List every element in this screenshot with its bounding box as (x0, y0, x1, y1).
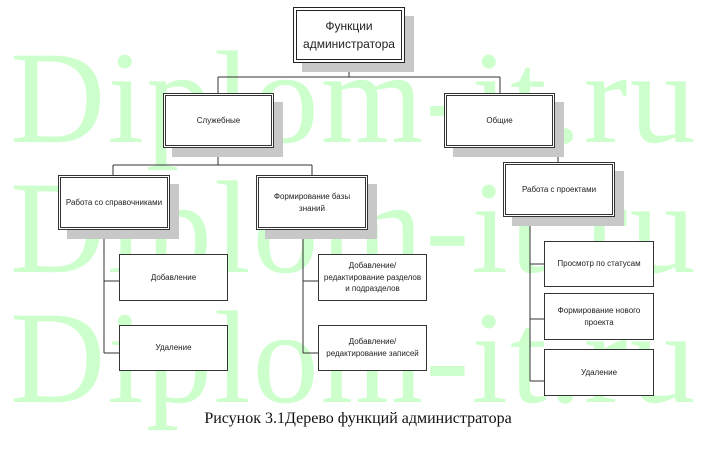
root-connector (217, 63, 501, 93)
knowledge-connector (302, 230, 318, 354)
directories-connector (103, 230, 119, 354)
node-directories-delete: Удаление (119, 325, 228, 371)
node-knowledge-edit-records: Добавление/ редактирование записей (318, 325, 427, 371)
root-node: Функции администратора (293, 7, 405, 63)
node-knowledge-edit-sections: Добавление/ редактирование разделов и по… (318, 254, 427, 301)
node-projects-delete: Удаление (544, 349, 654, 396)
node-service: Служебные (163, 93, 274, 148)
node-general: Общие (444, 93, 555, 148)
node-projects-new: Формирование нового проекта (544, 293, 654, 340)
figure-caption: Рисунок 3.1Дерево функций администратора (204, 410, 512, 427)
projects-connector (529, 217, 544, 382)
node-knowledge-base: Формирование базы знаний (256, 175, 368, 230)
node-directories-add: Добавление (119, 254, 228, 301)
service-connector (112, 148, 313, 175)
node-projects: Работа с проектами (503, 162, 615, 217)
node-directories: Работа со справочниками (58, 175, 170, 230)
node-projects-view-status: Просмотр по статусам (544, 241, 654, 287)
general-connector (499, 148, 559, 162)
